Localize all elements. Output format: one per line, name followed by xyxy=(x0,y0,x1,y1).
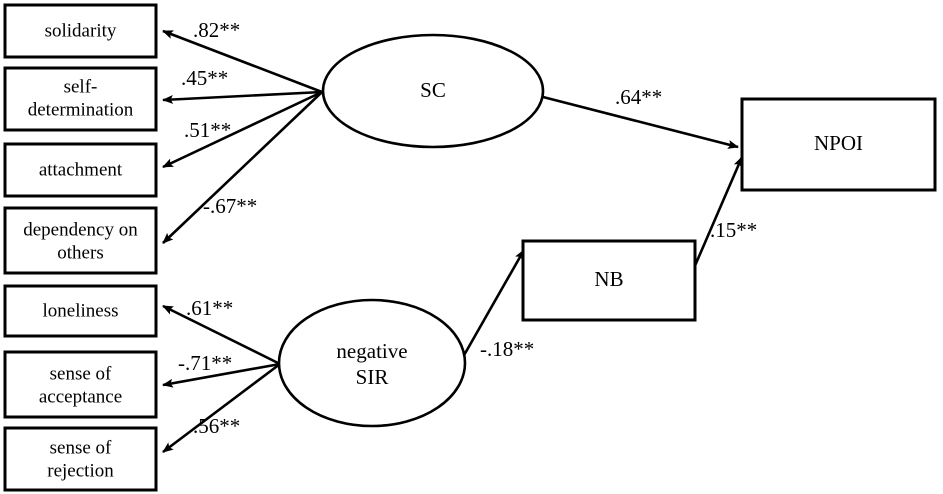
node-sense-of-acceptance-label-line2: acceptance xyxy=(39,386,122,407)
coefficient-sir-to-nb: -.18** xyxy=(480,337,535,361)
coefficient-sir-to-sense-of-rejection: .56** xyxy=(193,414,241,438)
node-self-determination-label-line1: self- xyxy=(64,76,98,97)
path-sc-to-npoi xyxy=(542,95,739,149)
node-sc xyxy=(321,33,545,149)
node-dependency-on-others xyxy=(3,206,158,275)
node-nb xyxy=(521,239,697,322)
coefficient-sir-to-loneliness: .61** xyxy=(186,296,234,320)
node-sc-label: SC xyxy=(420,78,446,102)
coefficient-sc-to-npoi: .64** xyxy=(615,85,663,109)
coefficient-sir-to-sense-of-acceptance: -.71** xyxy=(178,351,233,375)
node-self-determination-label-line2: determination xyxy=(28,99,134,120)
path-sir-to-sense-of-acceptance xyxy=(162,362,281,388)
coefficient-sc-to-attachment: .51** xyxy=(184,118,232,142)
node-solidarity xyxy=(3,3,158,59)
coefficient-sc-to-self-determination: .45** xyxy=(181,66,229,90)
node-sense-of-acceptance xyxy=(3,350,158,419)
node-dependency-on-others-label-line2: others xyxy=(57,242,103,263)
node-sense-of-rejection xyxy=(3,426,158,492)
path-sc-to-attachment xyxy=(162,90,323,169)
path-sir-to-nb xyxy=(461,249,526,358)
node-negative-sir-label-line2: SIR xyxy=(356,365,389,389)
path-sir-to-loneliness xyxy=(162,304,281,366)
node-sense-of-rejection-label-line1: sense of xyxy=(50,437,112,458)
path-sc-to-solidarity xyxy=(162,29,323,94)
coefficient-nb-to-npoi: .15** xyxy=(710,218,758,242)
node-self-determination xyxy=(3,66,158,132)
node-loneliness-label: loneliness xyxy=(43,300,119,321)
path-nb-to-npoi xyxy=(692,156,744,269)
node-negative-sir xyxy=(277,298,467,428)
path-sc-to-dependency-on-others xyxy=(162,91,323,244)
node-attachment-label: attachment xyxy=(39,159,123,180)
path-sir-to-sense-of-rejection xyxy=(162,362,281,454)
node-nb-label: NB xyxy=(594,267,623,291)
node-attachment xyxy=(3,142,158,198)
coefficient-sc-to-dependency-on-others: -.67** xyxy=(203,194,258,218)
path-sc-to-self-determination xyxy=(162,90,323,104)
node-solidarity-label: solidarity xyxy=(45,20,117,41)
node-sense-of-rejection-label-line2: rejection xyxy=(47,460,114,481)
node-sense-of-acceptance-label-line1: sense of xyxy=(50,363,112,384)
node-loneliness xyxy=(3,284,158,338)
node-dependency-on-others-label-line1: dependency on xyxy=(23,219,138,240)
node-npoi-label: NPOI xyxy=(814,131,863,155)
node-negative-sir-label-line1: negative xyxy=(336,339,407,363)
coefficient-sc-to-solidarity: .82** xyxy=(193,18,241,42)
node-npoi xyxy=(740,97,937,192)
